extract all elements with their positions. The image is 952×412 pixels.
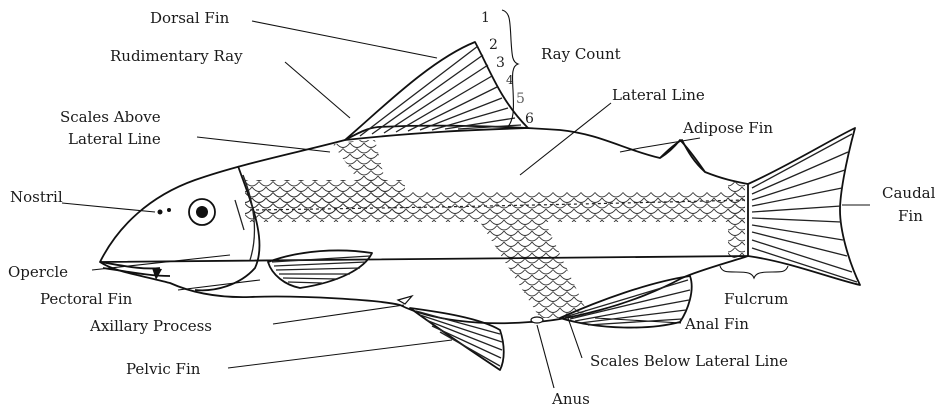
scale-pattern	[245, 140, 758, 318]
ray-number-4: 4	[506, 73, 514, 87]
label-nostril: Nostril	[10, 188, 63, 207]
label-lateral-line: Lateral Line	[612, 86, 705, 105]
axillary-process	[398, 296, 412, 304]
label-rudimentary-ray: Rudimentary Ray	[110, 47, 243, 66]
label-scales-above-line1: Scales Above	[60, 108, 161, 127]
label-caudal-fin-line2: Fin	[898, 207, 923, 226]
anus-mark	[531, 317, 543, 323]
ray-number-3: 3	[496, 56, 505, 70]
label-anus: Anus	[552, 390, 590, 409]
label-pelvic-fin: Pelvic Fin	[126, 360, 200, 379]
pelvic-fin-rays	[416, 311, 502, 366]
nostril-mark	[158, 210, 163, 215]
label-axillary-process: Axillary Process	[90, 317, 212, 336]
fulcrum-bracket	[720, 266, 788, 278]
label-fulcrum: Fulcrum	[724, 290, 788, 309]
label-ray-count: Ray Count	[541, 45, 621, 64]
adipose-fin	[660, 140, 705, 172]
label-scales-above-line2: Lateral Line	[68, 130, 161, 149]
label-pectoral-fin: Pectoral Fin	[40, 290, 132, 309]
label-adipose-fin: Adipose Fin	[683, 119, 773, 138]
label-caudal-fin-line1: Caudal	[882, 184, 935, 203]
caudal-fin	[748, 128, 860, 285]
ray-number-1: 1	[481, 11, 490, 25]
ray-number-5: 5	[516, 92, 525, 106]
label-opercle: Opercle	[8, 263, 68, 282]
label-scales-below-lateral-line: Scales Below Lateral Line	[590, 352, 788, 371]
label-anal-fin: Anal Fin	[685, 315, 749, 334]
ray-number-6: 6	[525, 112, 534, 126]
label-dorsal-fin: Dorsal Fin	[150, 9, 229, 28]
ray-number-2: 2	[489, 38, 498, 52]
